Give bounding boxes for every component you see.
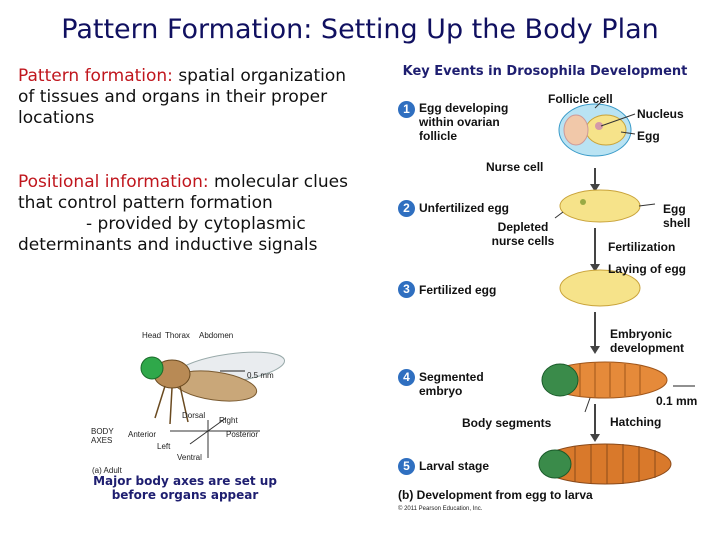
dev-figure-heading: Key Events in Drosophila Development — [402, 64, 688, 79]
fly-scale-label: 0.5 mm — [247, 371, 274, 380]
pattern-formation-paragraph: Pattern formation: spatial organization … — [18, 66, 358, 129]
egg-nucleus — [595, 122, 603, 130]
embryonic-development-callout: Embryonic development — [610, 327, 685, 355]
follicle-cell-callout: Follicle cell — [548, 92, 613, 106]
fertilized-egg — [559, 269, 641, 307]
nurse-cell-callout: Nurse cell — [486, 160, 544, 174]
positional-information-paragraph: Positional information: molecular clues … — [18, 172, 358, 256]
development-figure — [538, 97, 695, 485]
pattern-formation-definition: spatial organization of tissues and orga… — [18, 66, 347, 128]
ventral-label: Ventral — [177, 453, 202, 462]
fly-caption: Major body axes are set up before organs… — [93, 474, 277, 502]
fly-head-label: Head — [142, 331, 162, 340]
positional-information-term: Positional information: — [18, 172, 209, 192]
arrow-1-head — [590, 184, 600, 192]
arrow-3-head — [590, 346, 600, 354]
embryo-scale-callout: 0.1 mm — [656, 394, 698, 408]
fly-abdomen-label: Abdomen — [199, 331, 234, 340]
fly-legs — [154, 385, 189, 425]
posterior-label: Posterior — [226, 430, 259, 439]
nurse-cells — [563, 114, 589, 146]
arrow-4-head — [590, 434, 600, 442]
unfertilized-egg-nucleus — [580, 199, 586, 205]
positional-information-detail: - provided by cytoplasmic determinants a… — [18, 214, 318, 255]
follicle-cell-pointer — [594, 97, 606, 109]
step-1-badge: 1 — [398, 101, 415, 118]
step-2-label: Unfertilized egg — [419, 201, 510, 215]
egg-shell-pointer — [638, 203, 656, 207]
right-label: Right — [219, 416, 238, 425]
slide-title: Pattern Formation: Setting Up the Body P… — [61, 14, 659, 45]
copyright-notice: © 2011 Pearson Education, Inc. — [398, 506, 483, 512]
body-segments-callout: Body segments — [462, 416, 552, 430]
step-4-label: Segmented embryo — [419, 370, 484, 398]
adult-panel-label: (a) Adult — [92, 466, 122, 475]
left-right-axis — [189, 417, 227, 445]
laying-of-egg-callout: Laying of egg — [608, 262, 686, 276]
step-3-label: Fertilized egg — [419, 283, 497, 297]
anterior-label: Anterior — [128, 430, 157, 439]
larva-head — [538, 449, 572, 479]
fertilization-callout: Fertilization — [608, 240, 676, 254]
development-panel-label: (b) Development from egg to larva — [398, 488, 593, 502]
step-4-badge: 4 — [398, 369, 415, 386]
body-axes-label: BODY AXES — [91, 427, 114, 445]
embryo-segment-lines — [579, 363, 641, 397]
depleted-pointer — [554, 211, 564, 219]
nucleus-callout: Nucleus — [637, 107, 684, 121]
fly-thorax-label: Thorax — [165, 331, 190, 340]
segments-pointer — [584, 397, 591, 413]
step-5-badge: 5 — [398, 458, 415, 475]
step-2-badge: 2 — [398, 200, 415, 217]
depleted-nurse-cells-callout: Depleted nurse cells — [491, 220, 555, 248]
left-label: Left — [157, 442, 171, 451]
egg-callout: Egg — [637, 129, 660, 143]
nucleus-pointer — [600, 113, 636, 127]
egg-pointer — [620, 131, 636, 135]
unfertilized-egg — [559, 189, 641, 223]
step-3-badge: 3 — [398, 281, 415, 298]
fly-head-eye — [140, 356, 164, 380]
step-1-label: Egg developing within ovarian follicle — [419, 101, 509, 143]
hatching-callout: Hatching — [610, 415, 662, 429]
embryo-head-segments — [541, 363, 579, 397]
larva-segment-lines — [574, 444, 656, 484]
pattern-formation-term: Pattern formation: — [18, 66, 173, 86]
step-5-label: Larval stage — [419, 459, 490, 473]
dorsal-label: Dorsal — [182, 411, 206, 420]
positional-information-definition: molecular clues that control pattern for… — [18, 172, 348, 213]
arrow-2-head — [590, 264, 600, 272]
egg-shell-callout: Egg shell — [663, 202, 691, 230]
adult-fly-figure — [140, 351, 285, 458]
